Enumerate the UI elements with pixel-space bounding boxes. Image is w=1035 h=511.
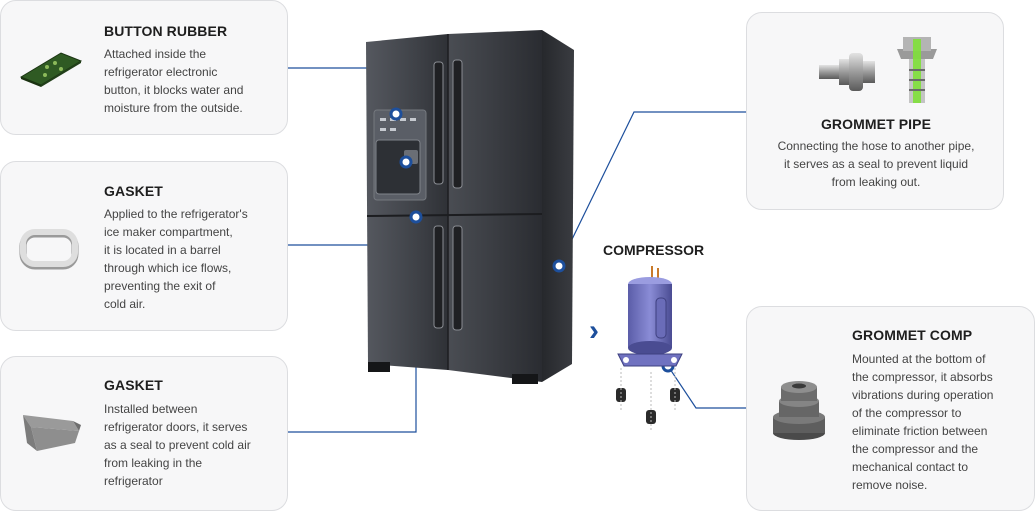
compressor-title: COMPRESSOR	[603, 242, 705, 258]
marker-dot	[409, 210, 423, 224]
card-gasket-door: GASKET Installed between refrigerator do…	[0, 356, 288, 511]
gasket-ring-image	[19, 229, 79, 270]
card-grommet-comp: GROMMET COMP Mounted at the bottom of th…	[746, 306, 1035, 511]
card-gasket-ice: GASKET Applied to the refrigerator's ice…	[0, 161, 288, 331]
marker-dot	[389, 107, 403, 121]
gasket-door-description: Installed between refrigerator doors, it…	[104, 402, 251, 488]
grommet-pipe-image	[819, 37, 937, 103]
gasket-ice-title: GASKET	[104, 183, 163, 199]
connector-grommet-pipe	[558, 111, 746, 267]
grommet-comp-description: Mounted at the bottom of the compressor,…	[852, 352, 994, 492]
card-grommet-pipe: GROMMET PIPE Connecting the hose to anot…	[746, 12, 1004, 210]
connector-grommet-comp	[667, 365, 746, 409]
button-rubber-image	[19, 52, 83, 87]
grommet-pipe-title: GROMMET PIPE	[820, 116, 932, 132]
button-rubber-title: BUTTON RUBBER	[104, 23, 228, 39]
grommet-comp-image	[773, 381, 825, 440]
compressor-image	[616, 266, 683, 432]
gasket-door-image	[23, 415, 81, 451]
chevron-right-icon: ›	[589, 314, 599, 347]
marker-dot	[552, 259, 566, 273]
refrigerator-image	[366, 30, 574, 384]
gasket-door-title: GASKET	[104, 377, 163, 393]
gasket-ice-description: Applied to the refrigerator's ice maker …	[104, 207, 248, 311]
marker-dot	[399, 155, 413, 169]
button-rubber-description: Attached inside the refrigerator electro…	[104, 47, 244, 115]
grommet-comp-title: GROMMET COMP	[852, 327, 973, 343]
card-button-rubber: BUTTON RUBBER Attached inside the refrig…	[0, 0, 288, 135]
grommet-pipe-description: Connecting the hose to another pipe, it …	[777, 139, 975, 189]
